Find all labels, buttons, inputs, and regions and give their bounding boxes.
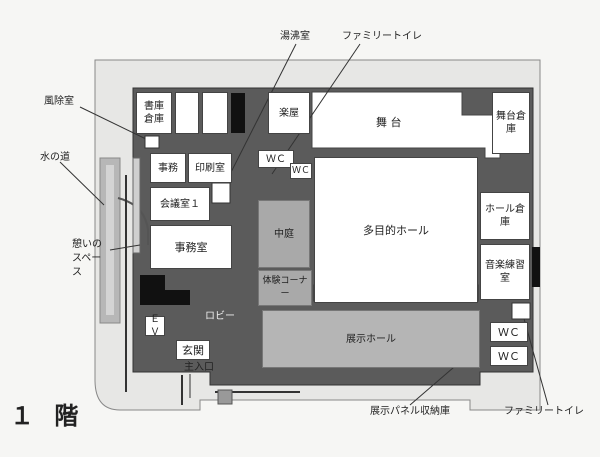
callout-rest-space: 憩いのスペース — [72, 239, 102, 278]
archive-label: 書庫 — [144, 101, 164, 112]
side-black — [532, 247, 540, 287]
room-experience: 体験コーナー — [258, 270, 312, 306]
leader-water-path — [59, 161, 105, 206]
room-wc-1: ＷＣ — [258, 150, 294, 168]
callout-family-toilet-bottom: ファミリートイレ — [504, 406, 584, 417]
leader-rest-space — [109, 244, 141, 251]
hall-label: 多目的ホール — [363, 223, 429, 237]
room-hall-storage: ホール倉庫 — [480, 192, 530, 240]
stage-label: 舞 台 — [376, 116, 402, 129]
shaft-black — [231, 93, 245, 133]
storage-label: 倉庫 — [144, 114, 164, 125]
dressing-label: 楽屋 — [279, 107, 299, 119]
room-meeting: 会議室１ — [150, 187, 210, 221]
room-entrance: 玄関 — [176, 340, 210, 360]
callout-panel-storage: 展示パネル収納庫 — [370, 406, 450, 417]
room-stage-storage: 舞台倉庫 — [492, 92, 530, 154]
office-room-label: 事務室 — [174, 240, 208, 254]
room-wc-3: ＷＣ — [490, 322, 528, 342]
callout-family-toilet-top: ファミリートイレ — [342, 31, 422, 42]
lobby-label: ロビー — [205, 311, 235, 322]
hall-storage-label: ホール倉庫 — [485, 204, 525, 228]
wind-room-box — [144, 135, 160, 149]
wc-3-label: ＷＣ — [498, 325, 520, 339]
water-path-inner — [106, 165, 114, 315]
family-toilet-bottom-box — [511, 302, 531, 320]
room-ev: ＥＶ — [145, 314, 165, 338]
wc-2-label: ＷＣ — [291, 165, 310, 176]
room-archive: 書庫 倉庫 — [136, 92, 172, 134]
leader-wind-room — [79, 106, 149, 141]
exhibit-label: 展示ホール — [346, 333, 396, 345]
stage-storage-label: 舞台倉庫 — [496, 111, 526, 135]
wc-4-label: ＷＣ — [498, 349, 520, 363]
room-small-1 — [175, 92, 199, 134]
room-office: 事務 — [150, 153, 186, 183]
entrance-label: 玄関 — [182, 343, 204, 357]
machine-room-black — [140, 275, 190, 305]
callout-kettle-room: 湯沸室 — [280, 31, 310, 42]
leader-kettle-room — [221, 43, 297, 191]
courtyard-label: 中庭 — [274, 228, 294, 240]
room-music: 音楽練習室 — [480, 244, 530, 300]
meeting-label: 会議室１ — [160, 198, 200, 210]
callout-wind-room: 風除室 — [44, 96, 74, 107]
music-label: 音楽練習室 — [485, 260, 525, 284]
callout-water-path: 水の道 — [40, 152, 70, 163]
room-wc-2: ＷＣ — [290, 163, 312, 179]
room-exhibit: 展示ホール — [262, 310, 480, 368]
room-courtyard: 中庭 — [258, 200, 310, 268]
office-label: 事務 — [158, 162, 178, 174]
print-label: 印刷室 — [195, 162, 225, 174]
entrance-mat — [217, 389, 233, 405]
rest-space-wall — [117, 197, 149, 245]
kettle-room-box — [211, 182, 231, 204]
room-hall: 多目的ホール — [314, 157, 478, 303]
ev-label: ＥＶ — [150, 314, 160, 338]
wc-1-label: ＷＣ — [266, 153, 286, 165]
room-office-main: 事務室 — [150, 225, 232, 269]
experience-label: 体験コーナー — [262, 276, 308, 299]
stage-outline — [311, 91, 501, 159]
room-dressing: 楽屋 — [268, 92, 310, 134]
room-small-2 — [202, 92, 228, 134]
callout-main-entrance: 主入口 — [184, 362, 214, 373]
room-wc-4: ＷＣ — [490, 346, 528, 366]
floor-label: １ 階 — [10, 402, 85, 430]
room-print: 印刷室 — [188, 153, 232, 183]
rest-space-bench — [132, 157, 141, 254]
